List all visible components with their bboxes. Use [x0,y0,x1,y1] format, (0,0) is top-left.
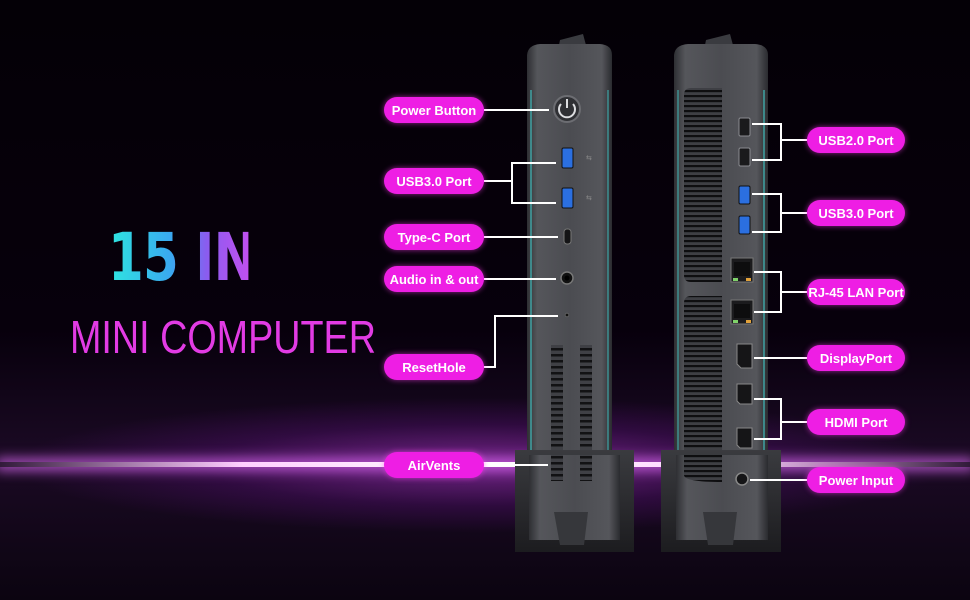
type-c-port [563,228,572,245]
subheadline: MINI COMPUTER [70,311,376,363]
reset-hole [564,312,570,318]
hdmi-port-1 [736,383,753,405]
label-usb2-port: USB2.0 Port [807,127,905,153]
label-lan-port: RJ-45 LAN Port [807,279,905,305]
label-type-c-port: Type-C Port [384,224,484,250]
label-power-button: Power Button [384,97,484,123]
back-unit [661,34,781,552]
label-hdmi-port: HDMI Port [807,409,905,435]
label-displayport: DisplayPort [807,345,905,371]
hdmi-port-2 [736,427,753,449]
displayport-port [736,343,753,369]
label-back-usb3-port: USB3.0 Port [807,200,905,226]
label-reset-hole: ResetHole [384,354,484,380]
usb2-port-2 [738,147,751,167]
front-usb3-port-1 [561,147,574,169]
label-air-vents: AirVents [384,452,484,478]
svg-text:⇆: ⇆ [586,154,592,162]
front-unit: ⇆ ⇆ [515,34,634,552]
front-vent-left [551,345,563,481]
callout-lines [484,109,807,481]
back-usb3-port-1 [738,185,751,205]
label-power-input: Power Input [807,467,905,493]
back-vent-lower [684,296,722,482]
back-usb3-port-2 [738,215,751,235]
front-usb3-port-2 [561,187,574,209]
front-vent-right [580,345,592,481]
label-audio: Audio in & out [384,266,484,292]
label-front-usb3-port: USB3.0 Port [384,168,484,194]
svg-text:⇆: ⇆ [586,194,592,202]
usb2-port-1 [738,117,751,137]
back-vent-upper [684,88,722,282]
